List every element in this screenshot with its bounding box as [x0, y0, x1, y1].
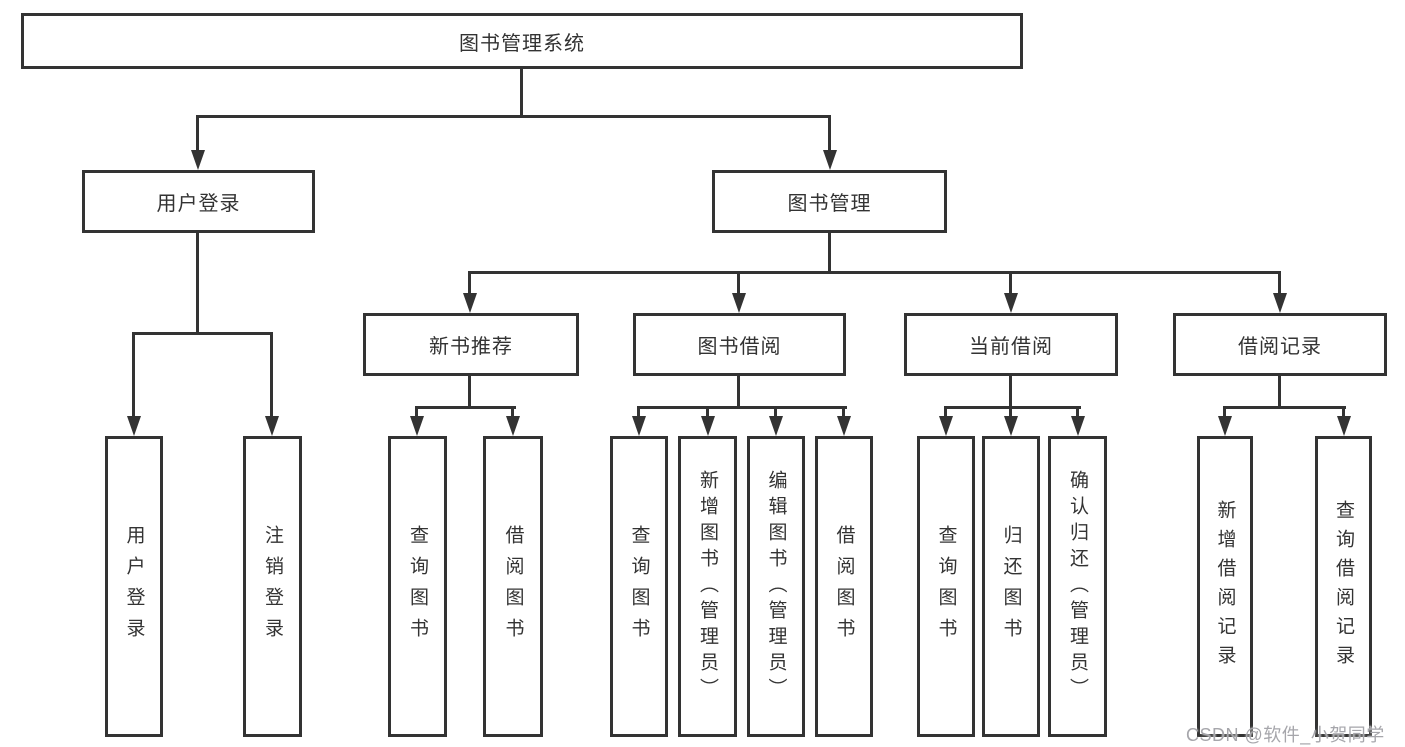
leaf-add-borrow-record: 新增借阅记录	[1197, 436, 1253, 737]
connector-line	[468, 376, 471, 409]
connector-line	[637, 406, 847, 409]
arrow-down-icon	[265, 416, 279, 436]
leaf-confirm-return-admin: 确认归还（管理员）	[1048, 436, 1107, 737]
node-book-management: 图书管理	[712, 170, 947, 233]
connector-line	[944, 406, 947, 420]
node-new-book-recommend-label: 新书推荐	[429, 336, 513, 358]
leaf-query-borrow-record: 查询借阅记录	[1315, 436, 1372, 737]
leaf-borrow-query-book: 查询图书	[610, 436, 668, 737]
connector-line	[415, 406, 516, 409]
connector-line	[1223, 406, 1346, 409]
leaf-return-book: 归还图书	[982, 436, 1040, 737]
connector-line	[132, 332, 273, 335]
connector-line	[1009, 406, 1012, 420]
node-root-label: 图书管理系统	[459, 32, 585, 55]
arrow-down-icon	[632, 416, 646, 436]
connector-line	[468, 271, 471, 297]
node-book-borrow: 图书借阅	[633, 313, 846, 376]
connector-line	[196, 233, 199, 335]
leaf-logout: 注销登录	[243, 436, 302, 737]
leaf-logout-label: 注销登录	[262, 524, 283, 649]
connector-line	[774, 406, 777, 420]
connector-line	[828, 233, 831, 274]
csdn-watermark: CSDN @软件_小贺同学	[1186, 725, 1385, 745]
leaf-edit-book-admin: 编辑图书（管理员）	[747, 436, 805, 737]
connector-line	[1076, 406, 1079, 420]
leaf-current-query-book: 查询图书	[917, 436, 975, 737]
node-borrow-record-label: 借阅记录	[1238, 336, 1322, 358]
leaf-return-book-label: 归还图书	[1000, 524, 1022, 649]
connector-line	[415, 406, 418, 420]
connector-line	[1278, 271, 1281, 297]
connector-line	[520, 69, 523, 117]
connector-line	[1342, 406, 1345, 420]
arrow-down-icon	[506, 416, 520, 436]
connector-line	[1223, 406, 1226, 420]
leaf-borrow-borrow-book: 借阅图书	[815, 436, 873, 737]
leaf-add-borrow-record-label: 新增借阅记录	[1214, 499, 1236, 674]
leaf-add-book-admin-label: 新增图书（管理员）	[697, 469, 718, 704]
leaf-newbook-borrow-book: 借阅图书	[483, 436, 543, 737]
arrow-down-icon	[127, 416, 141, 436]
connector-line	[1009, 271, 1012, 297]
node-borrow-record: 借阅记录	[1173, 313, 1387, 376]
connector-line	[706, 406, 709, 420]
connector-line	[270, 332, 273, 420]
arrow-down-icon	[1218, 416, 1232, 436]
connector-line	[637, 406, 640, 420]
arrow-down-icon	[1004, 416, 1018, 436]
node-user-login-label: 用户登录	[156, 193, 241, 215]
node-user-login: 用户登录	[82, 170, 315, 233]
connector-line	[737, 271, 740, 297]
arrow-down-icon	[463, 293, 477, 313]
arrow-down-icon	[701, 416, 715, 436]
node-current-borrow-label: 当前借阅	[969, 336, 1053, 358]
arrow-down-icon	[1337, 416, 1351, 436]
node-book-borrow-label: 图书借阅	[697, 336, 782, 358]
leaf-user-login-label: 用户登录	[123, 524, 145, 649]
leaf-newbook-query-book: 查询图书	[388, 436, 447, 737]
connector-line	[1278, 376, 1281, 409]
leaf-newbook-query-book-label: 查询图书	[407, 524, 428, 649]
leaf-confirm-return-admin-label: 确认归还（管理员）	[1067, 469, 1088, 704]
leaf-newbook-borrow-book-label: 借阅图书	[502, 524, 524, 649]
leaf-borrow-query-book-label: 查询图书	[628, 524, 650, 649]
node-book-management-label: 图书管理	[787, 193, 872, 215]
connector-line	[468, 271, 1281, 274]
leaf-edit-book-admin-label: 编辑图书（管理员）	[765, 469, 787, 704]
connector-line	[842, 406, 845, 420]
node-new-book-recommend: 新书推荐	[363, 313, 579, 376]
arrow-down-icon	[1004, 293, 1018, 313]
leaf-user-login: 用户登录	[105, 436, 163, 737]
arrow-down-icon	[823, 150, 837, 170]
arrow-down-icon	[769, 416, 783, 436]
arrow-down-icon	[1071, 416, 1085, 436]
connector-line	[828, 115, 831, 154]
connector-line	[196, 115, 831, 118]
connector-line	[132, 332, 135, 420]
node-current-borrow: 当前借阅	[904, 313, 1118, 376]
connector-line	[737, 376, 740, 409]
arrow-down-icon	[837, 416, 851, 436]
leaf-query-borrow-record-label: 查询借阅记录	[1333, 499, 1354, 674]
arrow-down-icon	[732, 293, 746, 313]
arrow-down-icon	[410, 416, 424, 436]
connector-line	[196, 115, 199, 154]
connector-line	[511, 406, 514, 420]
connector-line	[1009, 376, 1012, 409]
node-root: 图书管理系统	[21, 13, 1023, 69]
connector-line	[944, 406, 1081, 409]
leaf-add-book-admin: 新增图书（管理员）	[678, 436, 737, 737]
arrow-down-icon	[191, 150, 205, 170]
leaf-borrow-borrow-book-label: 借阅图书	[833, 524, 855, 649]
arrow-down-icon	[939, 416, 953, 436]
leaf-current-query-book-label: 查询图书	[935, 524, 957, 649]
arrow-down-icon	[1273, 293, 1287, 313]
